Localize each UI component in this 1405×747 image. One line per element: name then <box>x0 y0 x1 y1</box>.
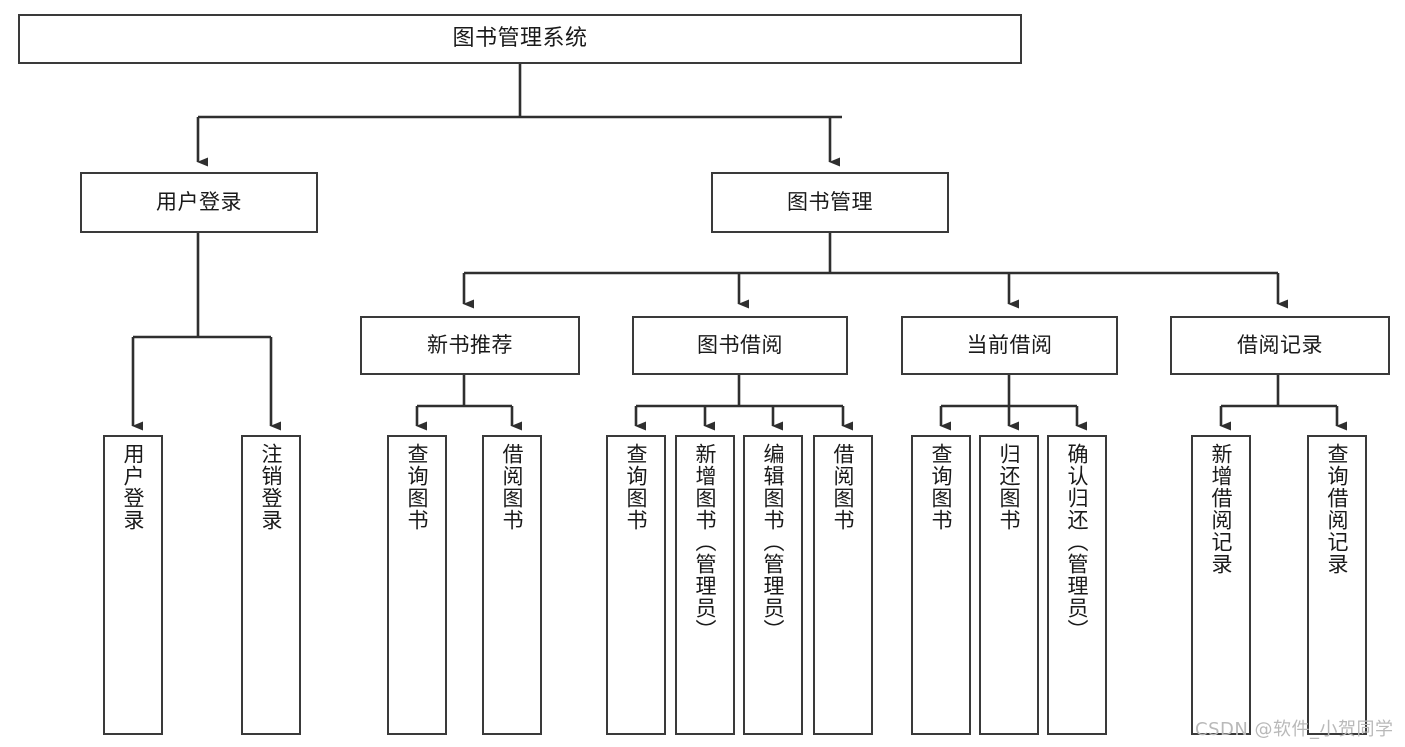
node-leaf-query-record[interactable]: 查询借阅记录 <box>1307 435 1367 735</box>
node-user-login-label: 用户登录 <box>156 190 242 215</box>
node-leaf-query-book-2-label: 查询图书 <box>624 443 649 531</box>
node-leaf-confirm-return-label: 确认归还（管理员） <box>1065 443 1090 641</box>
node-leaf-borrow-book-1[interactable]: 借阅图书 <box>482 435 542 735</box>
node-leaf-query-record-label: 查询借阅记录 <box>1325 443 1350 575</box>
node-borrow-record-label: 借阅记录 <box>1237 333 1323 358</box>
node-leaf-query-book-1[interactable]: 查询图书 <box>387 435 447 735</box>
node-book-manage[interactable]: 图书管理 <box>711 172 949 233</box>
node-user-login[interactable]: 用户登录 <box>80 172 318 233</box>
node-leaf-edit-book[interactable]: 编辑图书（管理员） <box>743 435 803 735</box>
node-leaf-add-record-label: 新增借阅记录 <box>1209 443 1234 575</box>
node-new-book-recommend[interactable]: 新书推荐 <box>360 316 580 375</box>
node-leaf-return-book[interactable]: 归还图书 <box>979 435 1039 735</box>
node-leaf-borrow-book-2-label: 借阅图书 <box>831 443 856 531</box>
node-leaf-edit-book-label: 编辑图书（管理员） <box>761 443 786 641</box>
watermark: CSDN @软件_小贺同学 <box>1195 719 1394 740</box>
node-leaf-borrow-book-1-label: 借阅图书 <box>500 443 525 531</box>
node-leaf-add-book-label: 新增图书（管理员） <box>693 443 718 641</box>
node-leaf-query-book-3[interactable]: 查询图书 <box>911 435 971 735</box>
node-leaf-logout-login[interactable]: 注销登录 <box>241 435 301 735</box>
node-root[interactable]: 图书管理系统 <box>18 14 1022 64</box>
node-leaf-query-book-1-label: 查询图书 <box>405 443 430 531</box>
node-book-borrow-label: 图书借阅 <box>697 333 783 358</box>
node-current-borrow[interactable]: 当前借阅 <box>901 316 1118 375</box>
node-leaf-add-book[interactable]: 新增图书（管理员） <box>675 435 735 735</box>
node-leaf-user-login-label: 用户登录 <box>121 443 146 531</box>
node-leaf-add-record[interactable]: 新增借阅记录 <box>1191 435 1251 735</box>
node-book-borrow[interactable]: 图书借阅 <box>632 316 848 375</box>
node-leaf-logout-login-label: 注销登录 <box>259 443 284 531</box>
node-leaf-borrow-book-2[interactable]: 借阅图书 <box>813 435 873 735</box>
node-leaf-confirm-return[interactable]: 确认归还（管理员） <box>1047 435 1107 735</box>
node-new-book-recommend-label: 新书推荐 <box>427 333 513 358</box>
node-leaf-return-book-label: 归还图书 <box>997 443 1022 531</box>
node-leaf-query-book-2[interactable]: 查询图书 <box>606 435 666 735</box>
node-book-manage-label: 图书管理 <box>787 190 873 215</box>
node-borrow-record[interactable]: 借阅记录 <box>1170 316 1390 375</box>
node-root-label: 图书管理系统 <box>452 25 588 51</box>
node-leaf-user-login[interactable]: 用户登录 <box>103 435 163 735</box>
node-leaf-query-book-3-label: 查询图书 <box>929 443 954 531</box>
node-current-borrow-label: 当前借阅 <box>966 333 1053 358</box>
